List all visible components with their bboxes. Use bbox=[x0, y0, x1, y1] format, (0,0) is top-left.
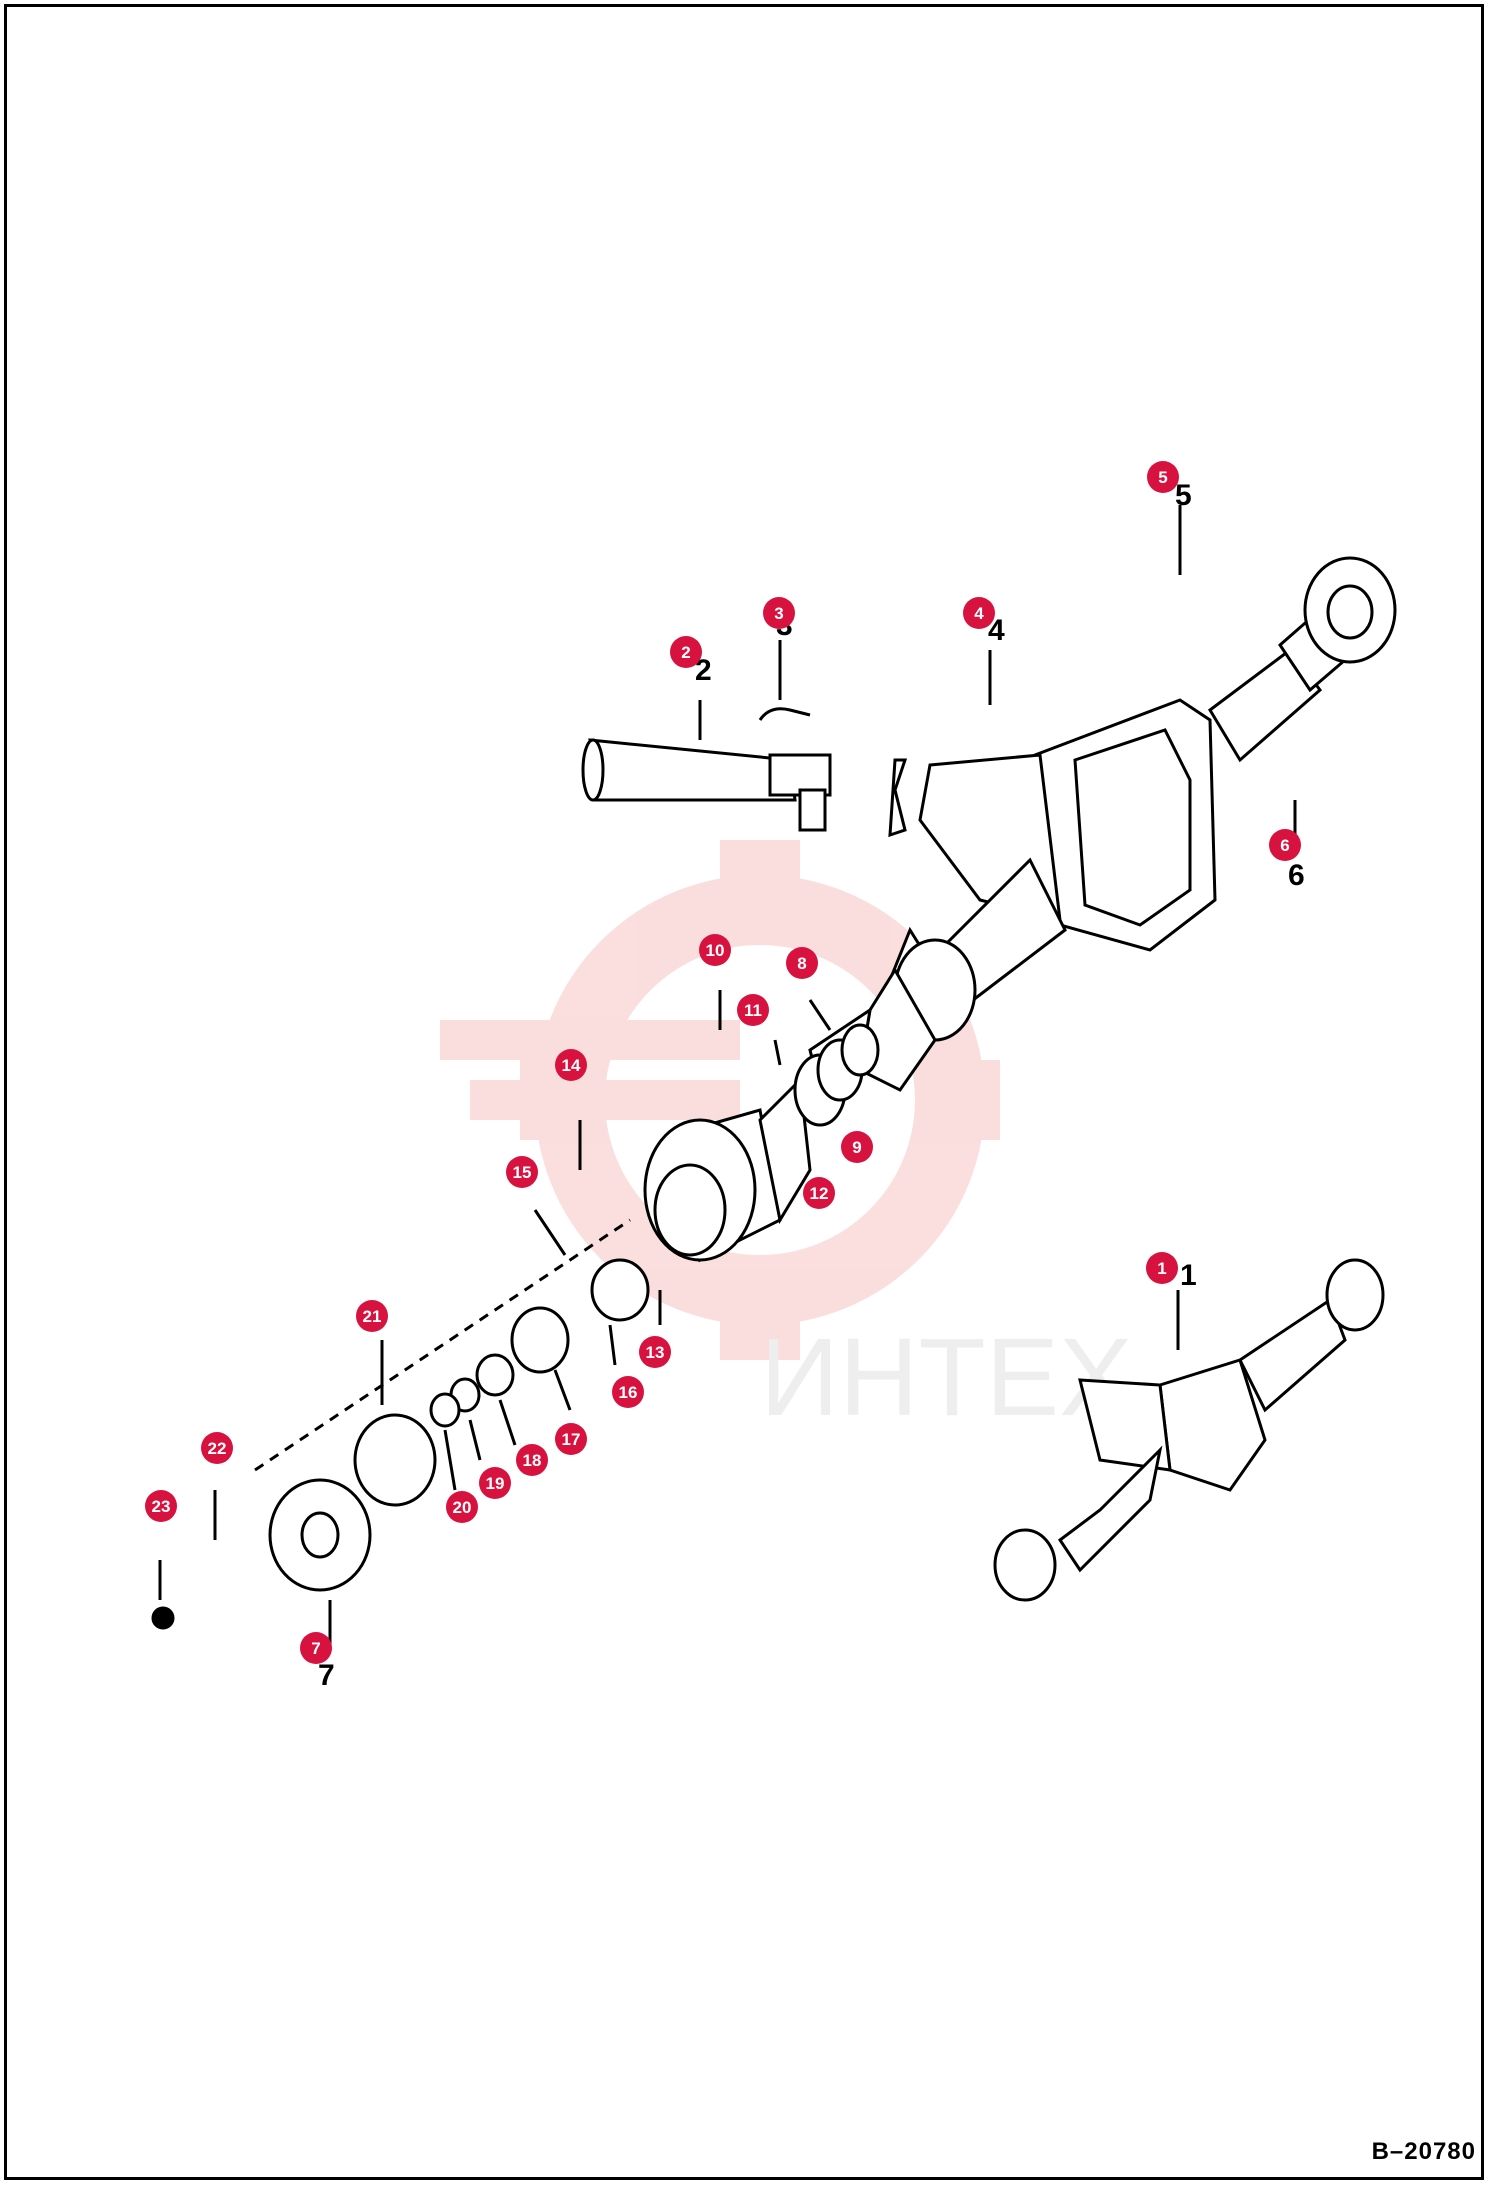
svg-text:13: 13 bbox=[646, 1343, 665, 1362]
svg-text:7: 7 bbox=[311, 1639, 320, 1658]
callout-21[interactable]: 21 bbox=[356, 1300, 388, 1332]
callout-23[interactable]: 23 bbox=[145, 1490, 177, 1522]
callout-20[interactable]: 20 bbox=[446, 1491, 478, 1523]
svg-text:8: 8 bbox=[797, 954, 806, 973]
svg-text:12: 12 bbox=[810, 1184, 829, 1203]
callout-9[interactable]: 9 bbox=[841, 1131, 873, 1163]
callout-7[interactable]: 7 bbox=[300, 1632, 332, 1664]
watermark-gear-logo: ИНТЕХ bbox=[440, 840, 1132, 1439]
callout-14[interactable]: 14 bbox=[555, 1049, 587, 1081]
svg-text:9: 9 bbox=[852, 1138, 861, 1157]
svg-text:1: 1 bbox=[1180, 1259, 1197, 1292]
callout-12[interactable]: 12 bbox=[803, 1177, 835, 1209]
svg-text:5: 5 bbox=[1158, 468, 1167, 487]
axle-housing bbox=[808, 556, 1397, 1093]
svg-text:15: 15 bbox=[513, 1163, 532, 1182]
svg-text:6: 6 bbox=[1280, 836, 1289, 855]
callout-18[interactable]: 18 bbox=[516, 1444, 548, 1476]
svg-text:5: 5 bbox=[1175, 479, 1192, 512]
svg-text:17: 17 bbox=[562, 1430, 581, 1449]
svg-text:1: 1 bbox=[1157, 1259, 1166, 1278]
callout-17[interactable]: 17 bbox=[555, 1423, 587, 1455]
svg-text:22: 22 bbox=[208, 1439, 227, 1458]
callout-16[interactable]: 16 bbox=[612, 1376, 644, 1408]
svg-text:3: 3 bbox=[774, 604, 783, 623]
svg-text:2: 2 bbox=[695, 654, 712, 687]
svg-text:6: 6 bbox=[1288, 859, 1305, 892]
watermark-text: ИНТЕХ bbox=[760, 1316, 1132, 1439]
callout-6[interactable]: 6 bbox=[1269, 829, 1301, 861]
callout-15[interactable]: 15 bbox=[506, 1156, 538, 1188]
callout-13[interactable]: 13 bbox=[639, 1336, 671, 1368]
svg-text:10: 10 bbox=[706, 941, 725, 960]
callout-8[interactable]: 8 bbox=[786, 947, 818, 979]
callout-1[interactable]: 1 bbox=[1146, 1252, 1178, 1284]
svg-text:21: 21 bbox=[363, 1307, 382, 1326]
figure-reference: B–20780 bbox=[1371, 2138, 1476, 2165]
callout-2[interactable]: 2 bbox=[670, 636, 702, 668]
axle-tube bbox=[581, 707, 832, 832]
callout-3[interactable]: 3 bbox=[763, 597, 795, 629]
svg-text:19: 19 bbox=[486, 1474, 505, 1493]
callout-19[interactable]: 19 bbox=[479, 1467, 511, 1499]
drawing-frame bbox=[4, 4, 1484, 2180]
callout-11[interactable]: 11 bbox=[737, 994, 769, 1026]
svg-text:4: 4 bbox=[974, 604, 984, 623]
svg-text:23: 23 bbox=[152, 1497, 171, 1516]
svg-text:16: 16 bbox=[619, 1383, 638, 1402]
svg-text:11: 11 bbox=[744, 1001, 762, 1020]
svg-text:14: 14 bbox=[562, 1056, 581, 1075]
assembled-axle-inset bbox=[993, 1258, 1385, 1602]
svg-text:7: 7 bbox=[318, 1659, 335, 1692]
callout-22[interactable]: 22 bbox=[201, 1432, 233, 1464]
svg-text:4: 4 bbox=[988, 614, 1005, 647]
hub-assembly bbox=[151, 1023, 880, 1630]
svg-text:18: 18 bbox=[523, 1451, 542, 1470]
svg-text:20: 20 bbox=[453, 1498, 472, 1517]
svg-text:2: 2 bbox=[681, 643, 690, 662]
leader-lines bbox=[158, 505, 1297, 1645]
callout-4[interactable]: 4 bbox=[963, 597, 995, 629]
callout-5[interactable]: 5 bbox=[1147, 461, 1179, 493]
callout-10[interactable]: 10 bbox=[699, 934, 731, 966]
